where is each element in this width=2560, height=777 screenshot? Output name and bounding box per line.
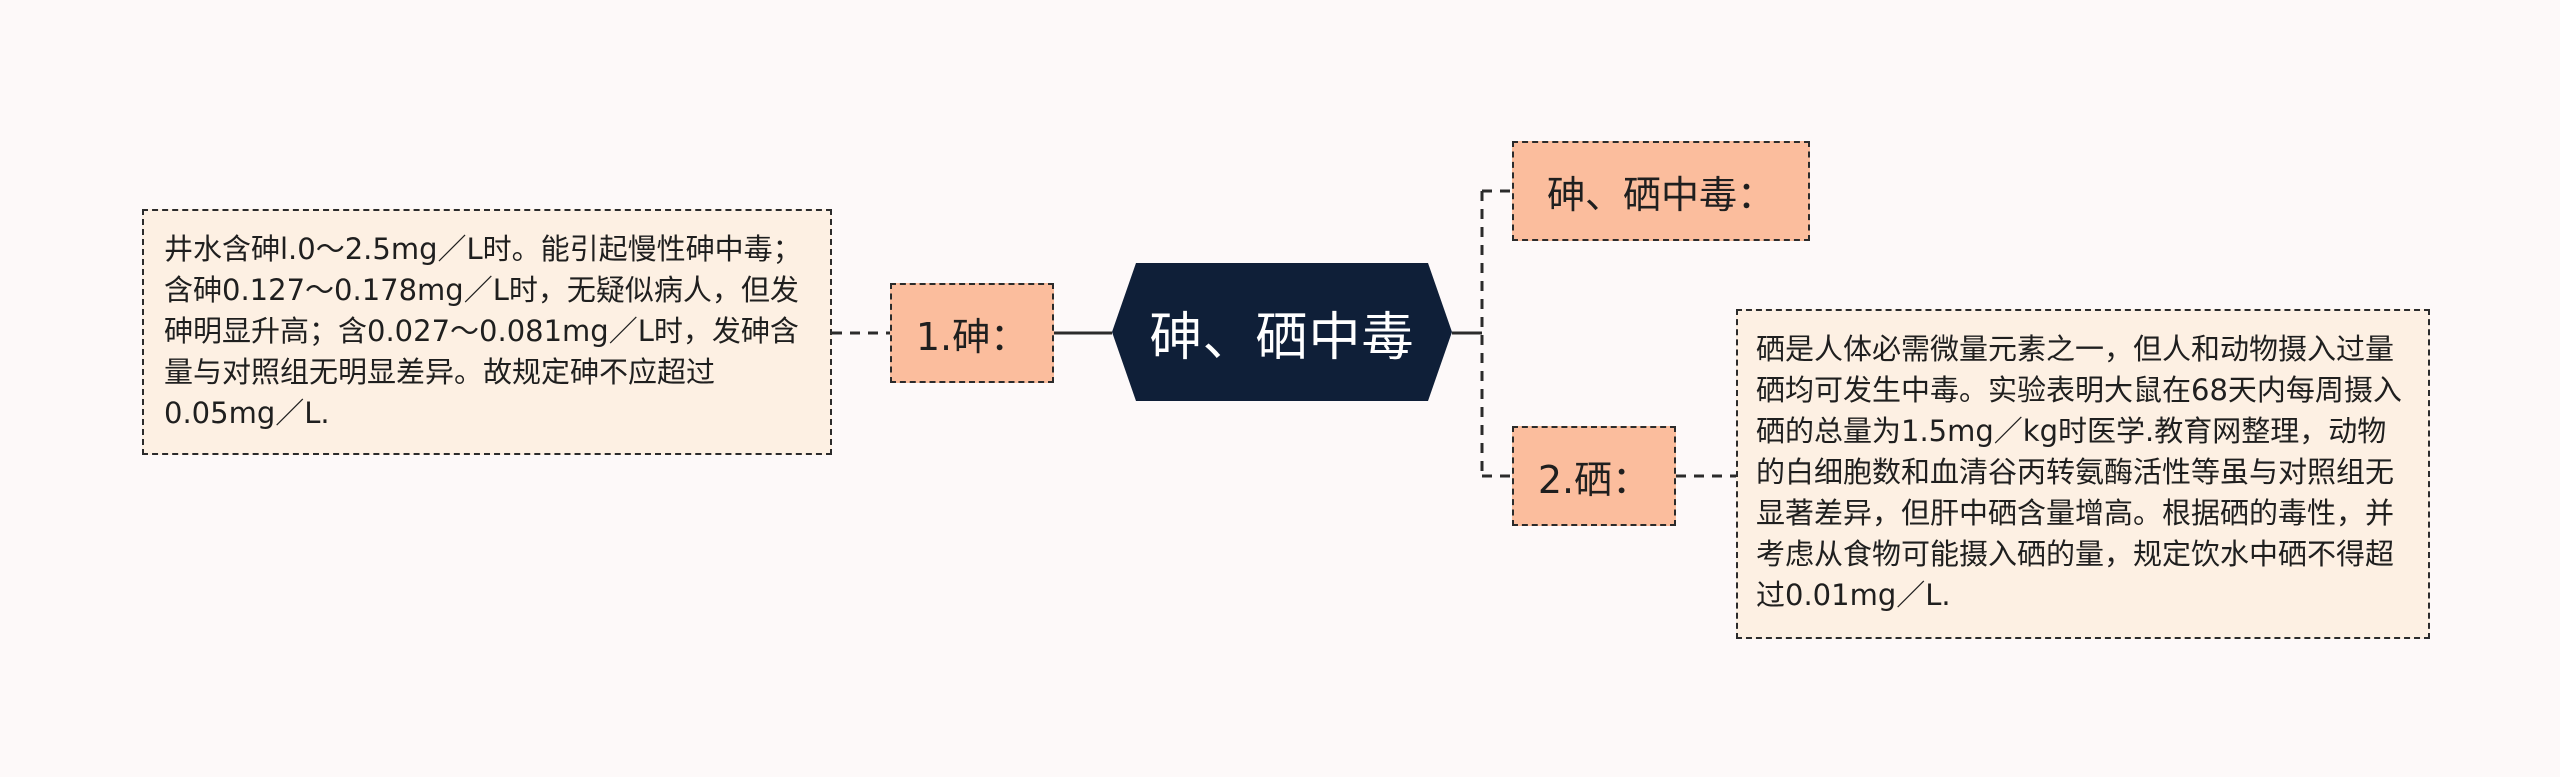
detail-arsenic[interactable]: 井水含砷l.0～2.5mg／L时。能引起慢性砷中毒；含砷0.127～0.178m…: [142, 209, 832, 455]
topic-arsenic-selenium-poisoning-label: 砷、硒中毒：: [1546, 172, 1775, 217]
central-topic-label: 砷、硒中毒: [1149, 307, 1415, 368]
topic-selenium[interactable]: 2.硒：: [1512, 426, 1676, 526]
central-hexagon-shape: [1112, 263, 1452, 401]
topic-arsenic-label: 1.砷：: [915, 314, 1029, 359]
detail-selenium-text: 硒是人体必需微量元素之一，但人和动物摄入过量硒均可发生中毒。实验表明大鼠在68天…: [1756, 332, 2402, 612]
detail-arsenic-text: 井水含砷l.0～2.5mg／L时。能引起慢性砷中毒；含砷0.127～0.178m…: [164, 232, 802, 430]
topic-arsenic[interactable]: 1.砷：: [890, 283, 1054, 383]
central-topic[interactable]: 砷、硒中毒: [1112, 263, 1452, 401]
detail-selenium[interactable]: 硒是人体必需微量元素之一，但人和动物摄入过量硒均可发生中毒。实验表明大鼠在68天…: [1736, 309, 2430, 639]
topic-arsenic-selenium-poisoning[interactable]: 砷、硒中毒：: [1512, 141, 1810, 241]
topic-selenium-label: 2.硒：: [1537, 457, 1651, 502]
